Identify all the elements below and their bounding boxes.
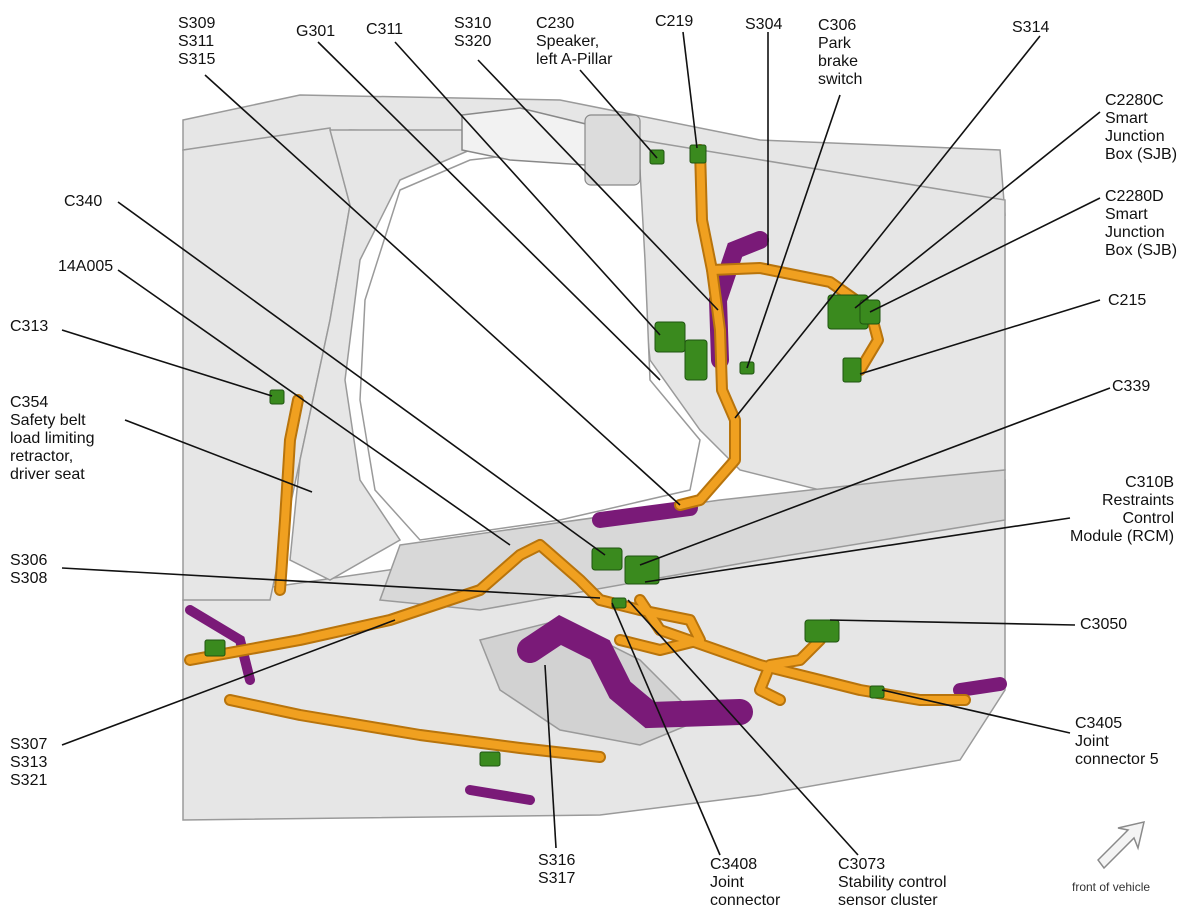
label-line: Junction <box>1105 224 1165 241</box>
label-line: switch <box>818 71 863 88</box>
label-line: S315 <box>178 51 216 68</box>
connector-s310 <box>684 339 708 381</box>
label-c311: C311 <box>366 21 403 39</box>
label-line: S313 <box>10 754 48 771</box>
leader-lines <box>61 31 1111 856</box>
front-of-vehicle-label: front of vehicle <box>1072 880 1151 894</box>
harness <box>184 144 971 763</box>
label-line: Stability control <box>838 874 947 891</box>
label-line: C339 <box>1112 378 1151 395</box>
label-line: C230 <box>536 15 575 32</box>
label-line: Module (RCM) <box>1070 528 1175 545</box>
connector-c340 <box>591 547 623 571</box>
label-line: C306 <box>818 17 857 34</box>
label-line: brake <box>818 53 859 70</box>
label-c2280d: C2280D Smart Junction Box (SJB) <box>1105 188 1177 260</box>
label-line: S320 <box>454 33 492 50</box>
label-line: Control <box>1122 510 1175 527</box>
label-line: driver seat <box>10 466 85 483</box>
label-line: Smart <box>1105 206 1148 223</box>
label-line: C3405 <box>1075 715 1123 732</box>
label-line: Box (SJB) <box>1105 242 1178 259</box>
label-line: C313 <box>10 318 49 335</box>
connector-c3405 <box>869 685 885 699</box>
label-line: C354 <box>10 394 49 411</box>
label-c310b: C310B Restraints Control Module (RCM) <box>1070 474 1174 546</box>
label-14a005: 14A005 <box>58 258 113 276</box>
label-c215: C215 <box>1108 292 1146 310</box>
label-line: S307 <box>10 736 48 753</box>
connector-c311 <box>654 321 686 353</box>
label-line: S317 <box>538 870 576 887</box>
label-line: connector <box>710 892 781 909</box>
connector-floor <box>479 751 501 767</box>
label-line: S310 <box>454 15 492 32</box>
label-line: S308 <box>10 570 48 587</box>
label-c313: C313 <box>10 318 48 336</box>
connector-c219 <box>689 144 707 164</box>
label-line: G301 <box>296 23 336 40</box>
label-s309-s311-s315: S309 S311 S315 <box>178 15 215 69</box>
mirror-mount <box>584 114 641 186</box>
label-s306-s308: S306 S308 <box>10 552 47 588</box>
label-s314: S314 <box>1012 19 1049 37</box>
connector-c3050 <box>804 619 840 643</box>
label-line: Park <box>818 35 851 52</box>
label-line: S314 <box>1012 19 1050 36</box>
label-line: Joint <box>1075 733 1109 750</box>
connector-c339 <box>624 555 660 585</box>
front-direction-arrow-icon <box>1097 820 1146 870</box>
label-line: Safety belt <box>10 412 86 429</box>
label-line: C310B <box>1125 474 1175 491</box>
connectors <box>204 144 885 767</box>
connector-left-lower <box>204 639 226 657</box>
label-s307-s313-s321: S307 S313 S321 <box>10 736 47 790</box>
label-line: left A-Pillar <box>536 51 613 68</box>
label-c3405: C3405 Joint connector 5 <box>1075 715 1159 769</box>
label-c3050: C3050 <box>1080 616 1127 634</box>
label-line: C3073 <box>838 856 886 873</box>
label-line: C340 <box>64 193 103 210</box>
label-line: Box (SJB) <box>1105 146 1178 163</box>
label-line: C311 <box>366 21 404 38</box>
label-line: C219 <box>655 13 694 30</box>
label-c306: C306 Park brake switch <box>818 17 862 89</box>
label-c219: C219 <box>655 13 693 31</box>
label-c2280c: C2280C Smart Junction Box (SJB) <box>1105 92 1177 164</box>
label-c230: C230 Speaker, left A-Pillar <box>536 15 612 69</box>
label-line: Junction <box>1105 128 1165 145</box>
label-line: S309 <box>178 15 216 32</box>
label-line: load limiting <box>10 430 95 447</box>
label-line: S321 <box>10 772 48 789</box>
label-line: C2280D <box>1105 188 1164 205</box>
label-c340: C340 <box>64 193 102 211</box>
label-line: Restraints <box>1101 492 1175 509</box>
connector-c215 <box>842 357 862 383</box>
label-line: C3408 <box>710 856 758 873</box>
label-line: C215 <box>1108 292 1147 309</box>
label-line: S311 <box>178 33 215 50</box>
label-line: C3050 <box>1080 616 1128 633</box>
label-line: retractor, <box>10 448 74 465</box>
label-s304: S304 <box>745 16 782 34</box>
label-line: Smart <box>1105 110 1148 127</box>
label-g301: G301 <box>296 23 335 41</box>
label-line: connector 5 <box>1075 751 1159 768</box>
label-c3408: C3408 Joint connector <box>710 856 780 910</box>
label-line: S316 <box>538 852 576 869</box>
label-c354: C354 Safety belt load limiting retractor… <box>10 394 94 484</box>
label-line: S304 <box>745 16 783 33</box>
label-line: Speaker, <box>536 33 600 50</box>
label-c3073: C3073 Stability control sensor cluster <box>838 856 947 910</box>
label-c339: C339 <box>1112 378 1150 396</box>
label-s316-s317: S316 S317 <box>538 852 575 888</box>
label-line: S306 <box>10 552 48 569</box>
label-s310-s320: S310 S320 <box>454 15 491 51</box>
label-line: sensor cluster <box>838 892 938 909</box>
label-line: C2280C <box>1105 92 1164 109</box>
label-line: Joint <box>710 874 744 891</box>
label-line: 14A005 <box>58 258 114 275</box>
connector-c313 <box>269 389 285 405</box>
